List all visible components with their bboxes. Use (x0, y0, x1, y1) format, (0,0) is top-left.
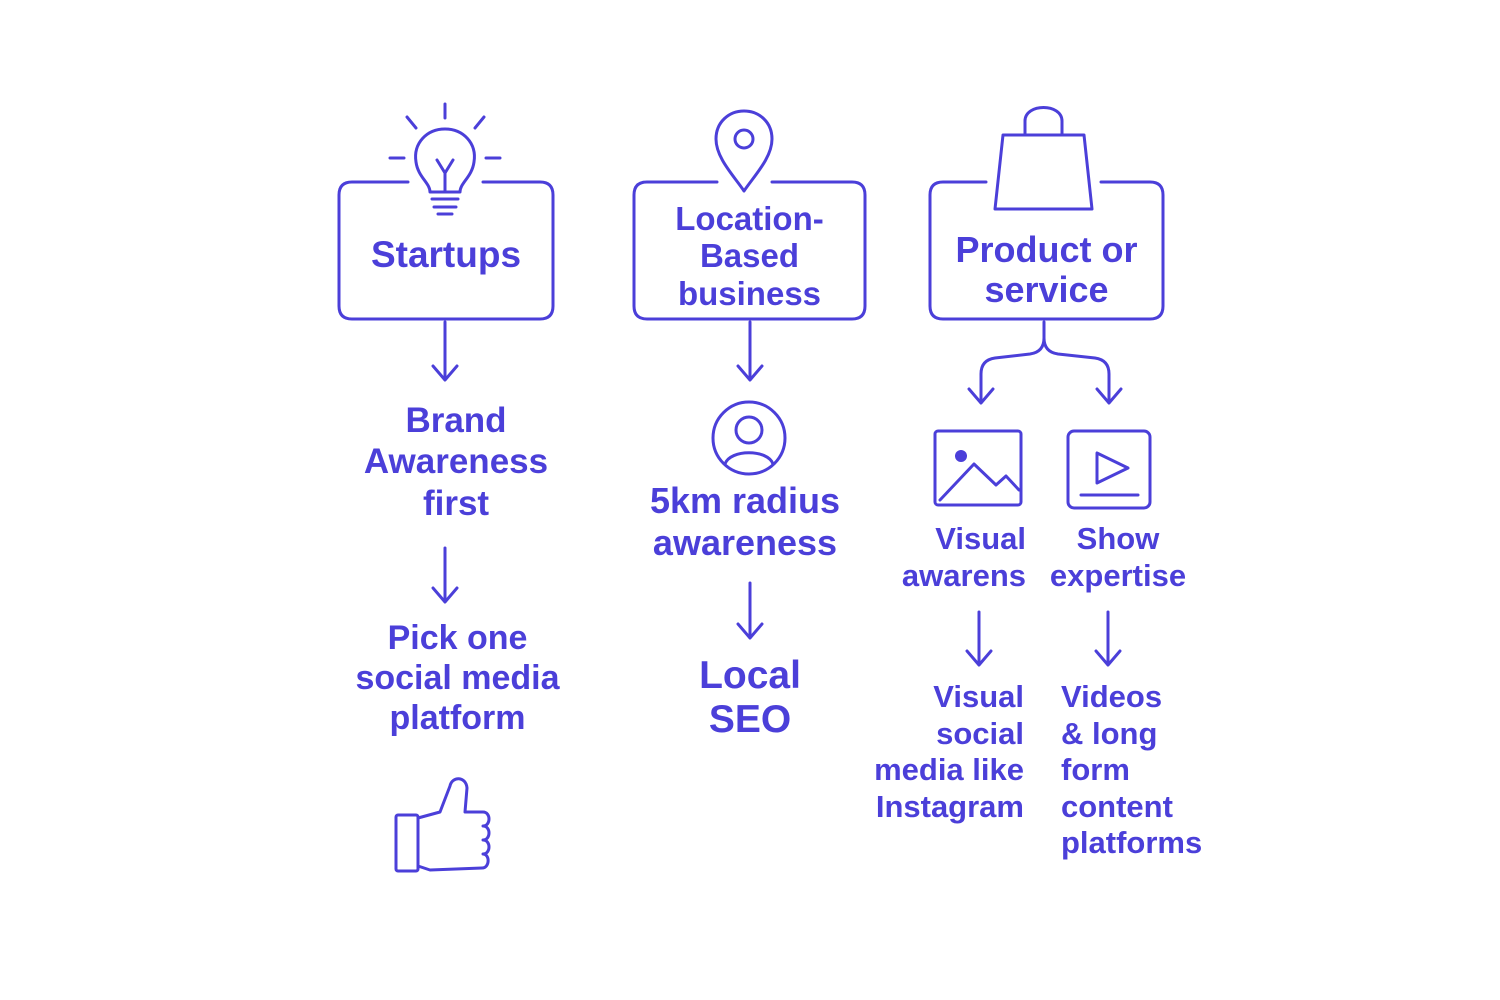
thumbs-up-icon (394, 777, 491, 873)
arrow-down-icon (736, 581, 764, 640)
long-form-content-result: Videos & long form content platforms (1061, 679, 1203, 861)
location-title: Location- Based business (675, 200, 824, 312)
user-icon (711, 400, 787, 476)
product-box (928, 180, 1165, 321)
show-expertise-label: Show expertise (1049, 521, 1187, 593)
visual-awareness-label: Visual awarens (901, 521, 1026, 593)
shopping-bag-icon (993, 106, 1094, 211)
arrow-down-icon (965, 610, 993, 667)
visual-social-media-result: Visual social media like Instagram (874, 679, 1024, 824)
startups-box (337, 180, 555, 321)
location-box (632, 180, 867, 321)
lightbulb-icon (388, 102, 502, 216)
arrow-down-icon (1094, 610, 1122, 667)
location-pin-icon (714, 109, 774, 193)
pick-platform-step: Pick one social media platform (355, 619, 560, 738)
brand-awareness-step: Brand Awareness first (363, 401, 549, 523)
image-icon (933, 429, 1023, 507)
arrow-down-icon (736, 320, 764, 382)
video-play-icon (1066, 429, 1152, 510)
arrow-down-icon (431, 546, 459, 604)
radius-awareness-step: 5km radius awareness (649, 480, 841, 564)
product-title: Product or service (955, 229, 1138, 311)
startups-title: Startups (370, 234, 522, 275)
local-seo-step: Local SEO (699, 654, 801, 741)
arrow-down-icon (431, 320, 459, 382)
split-arrow (967, 320, 1123, 405)
